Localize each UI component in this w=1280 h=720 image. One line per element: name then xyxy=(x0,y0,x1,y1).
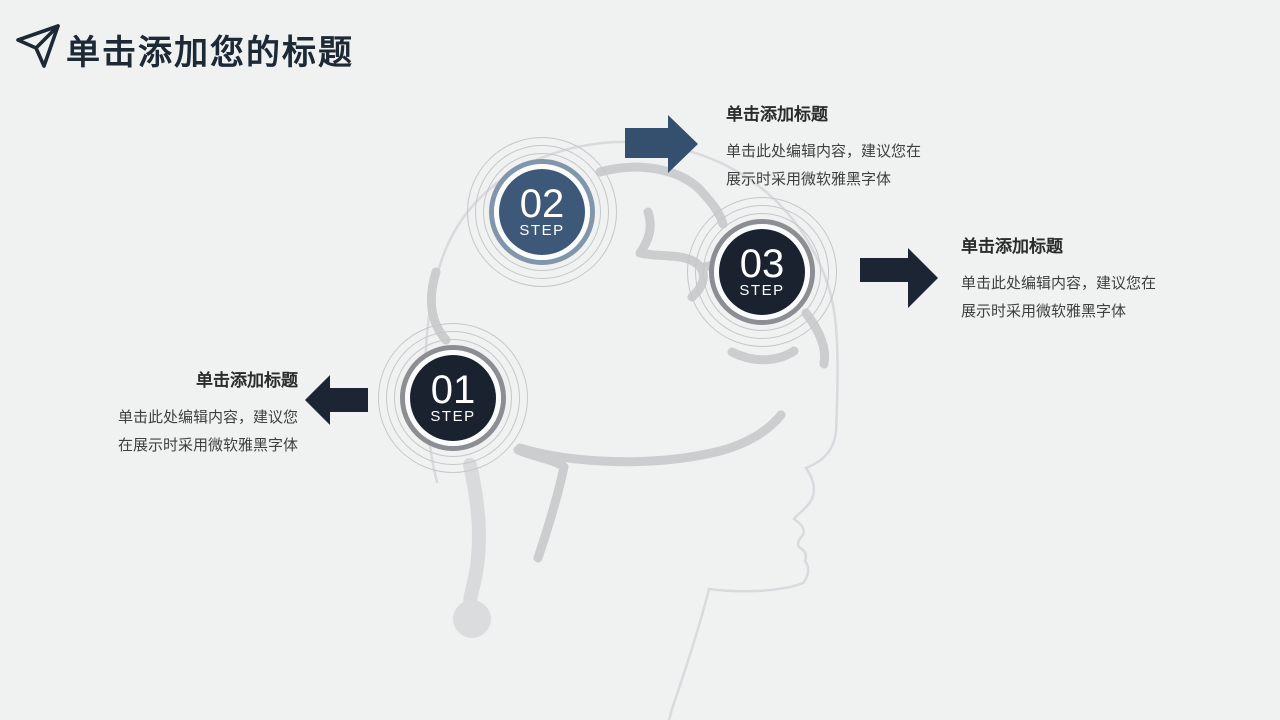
step-circle-03: 03 STEP xyxy=(682,192,842,352)
step-02-text-block: 单击添加标题 单击此处编辑内容，建议您在 展示时采用微软雅黑字体 xyxy=(726,100,921,194)
step-02-inner-ring xyxy=(483,153,601,271)
step-03-arrow-right-icon xyxy=(860,248,938,308)
step-02-body-line2[interactable]: 展示时采用微软雅黑字体 xyxy=(726,171,892,188)
step-03-disc: 03 STEP xyxy=(719,229,805,315)
page-title[interactable]: 单击添加您的标题 xyxy=(66,34,354,72)
step-03-outer-ring xyxy=(687,197,837,347)
step-01-number: 01 xyxy=(430,367,476,412)
step-01-outer-ring xyxy=(378,323,528,473)
step-03-main-ring xyxy=(709,219,815,325)
step-02-label: STEP xyxy=(519,221,565,239)
step-circle-02: 02 STEP xyxy=(462,132,622,292)
step-03-number: 03 xyxy=(739,241,785,286)
step-02-body-line1[interactable]: 单击此处编辑内容，建议您在 xyxy=(726,143,922,160)
step-03-inner-ring xyxy=(703,213,821,331)
step-03-text-block: 单击添加标题 单击此处编辑内容，建议您在 展示时采用微软雅黑字体 xyxy=(961,232,1156,326)
step-circle-01: 01 STEP xyxy=(373,318,533,478)
step-01-main-ring xyxy=(400,345,506,451)
brain-sketch-path xyxy=(727,346,799,365)
step-01-text-block: 单击添加标题 单击此处编辑内容，建议您 在展示时采用微软雅黑字体 xyxy=(95,366,298,460)
step-03-body-line1[interactable]: 单击此处编辑内容，建议您在 xyxy=(961,275,1157,292)
step-02-main-ring xyxy=(489,159,595,265)
step-02-outer-ring xyxy=(467,137,617,287)
cord-dot xyxy=(453,600,491,638)
step-01-inner-ring xyxy=(394,339,512,457)
step-02-heading[interactable]: 单击添加标题 xyxy=(726,105,828,124)
step-01-middle-ring xyxy=(386,331,520,465)
step-03-middle-ring xyxy=(695,205,829,339)
step-03-label: STEP xyxy=(739,281,785,299)
step-02-disc: 02 STEP xyxy=(499,169,585,255)
step-01-body-line2[interactable]: 在展示时采用微软雅黑字体 xyxy=(117,437,298,454)
step-01-body-line1[interactable]: 单击此处编辑内容，建议您 xyxy=(117,409,298,426)
step-02-arrow-right-icon xyxy=(625,115,698,173)
step-02-middle-ring xyxy=(475,145,609,279)
paper-plane-icon xyxy=(16,24,60,68)
step-01-disc: 01 STEP xyxy=(410,355,496,441)
brain-sketch-path xyxy=(515,410,786,467)
step-03-heading[interactable]: 单击添加标题 xyxy=(961,237,1063,256)
step-02-number: 02 xyxy=(519,181,565,226)
cord-path xyxy=(463,458,487,611)
step-01-heading[interactable]: 单击添加标题 xyxy=(196,371,298,390)
step-01-label: STEP xyxy=(430,407,476,425)
step-01-arrow-left-icon xyxy=(305,375,368,425)
step-03-body-line2[interactable]: 展示时采用微软雅黑字体 xyxy=(961,303,1127,320)
